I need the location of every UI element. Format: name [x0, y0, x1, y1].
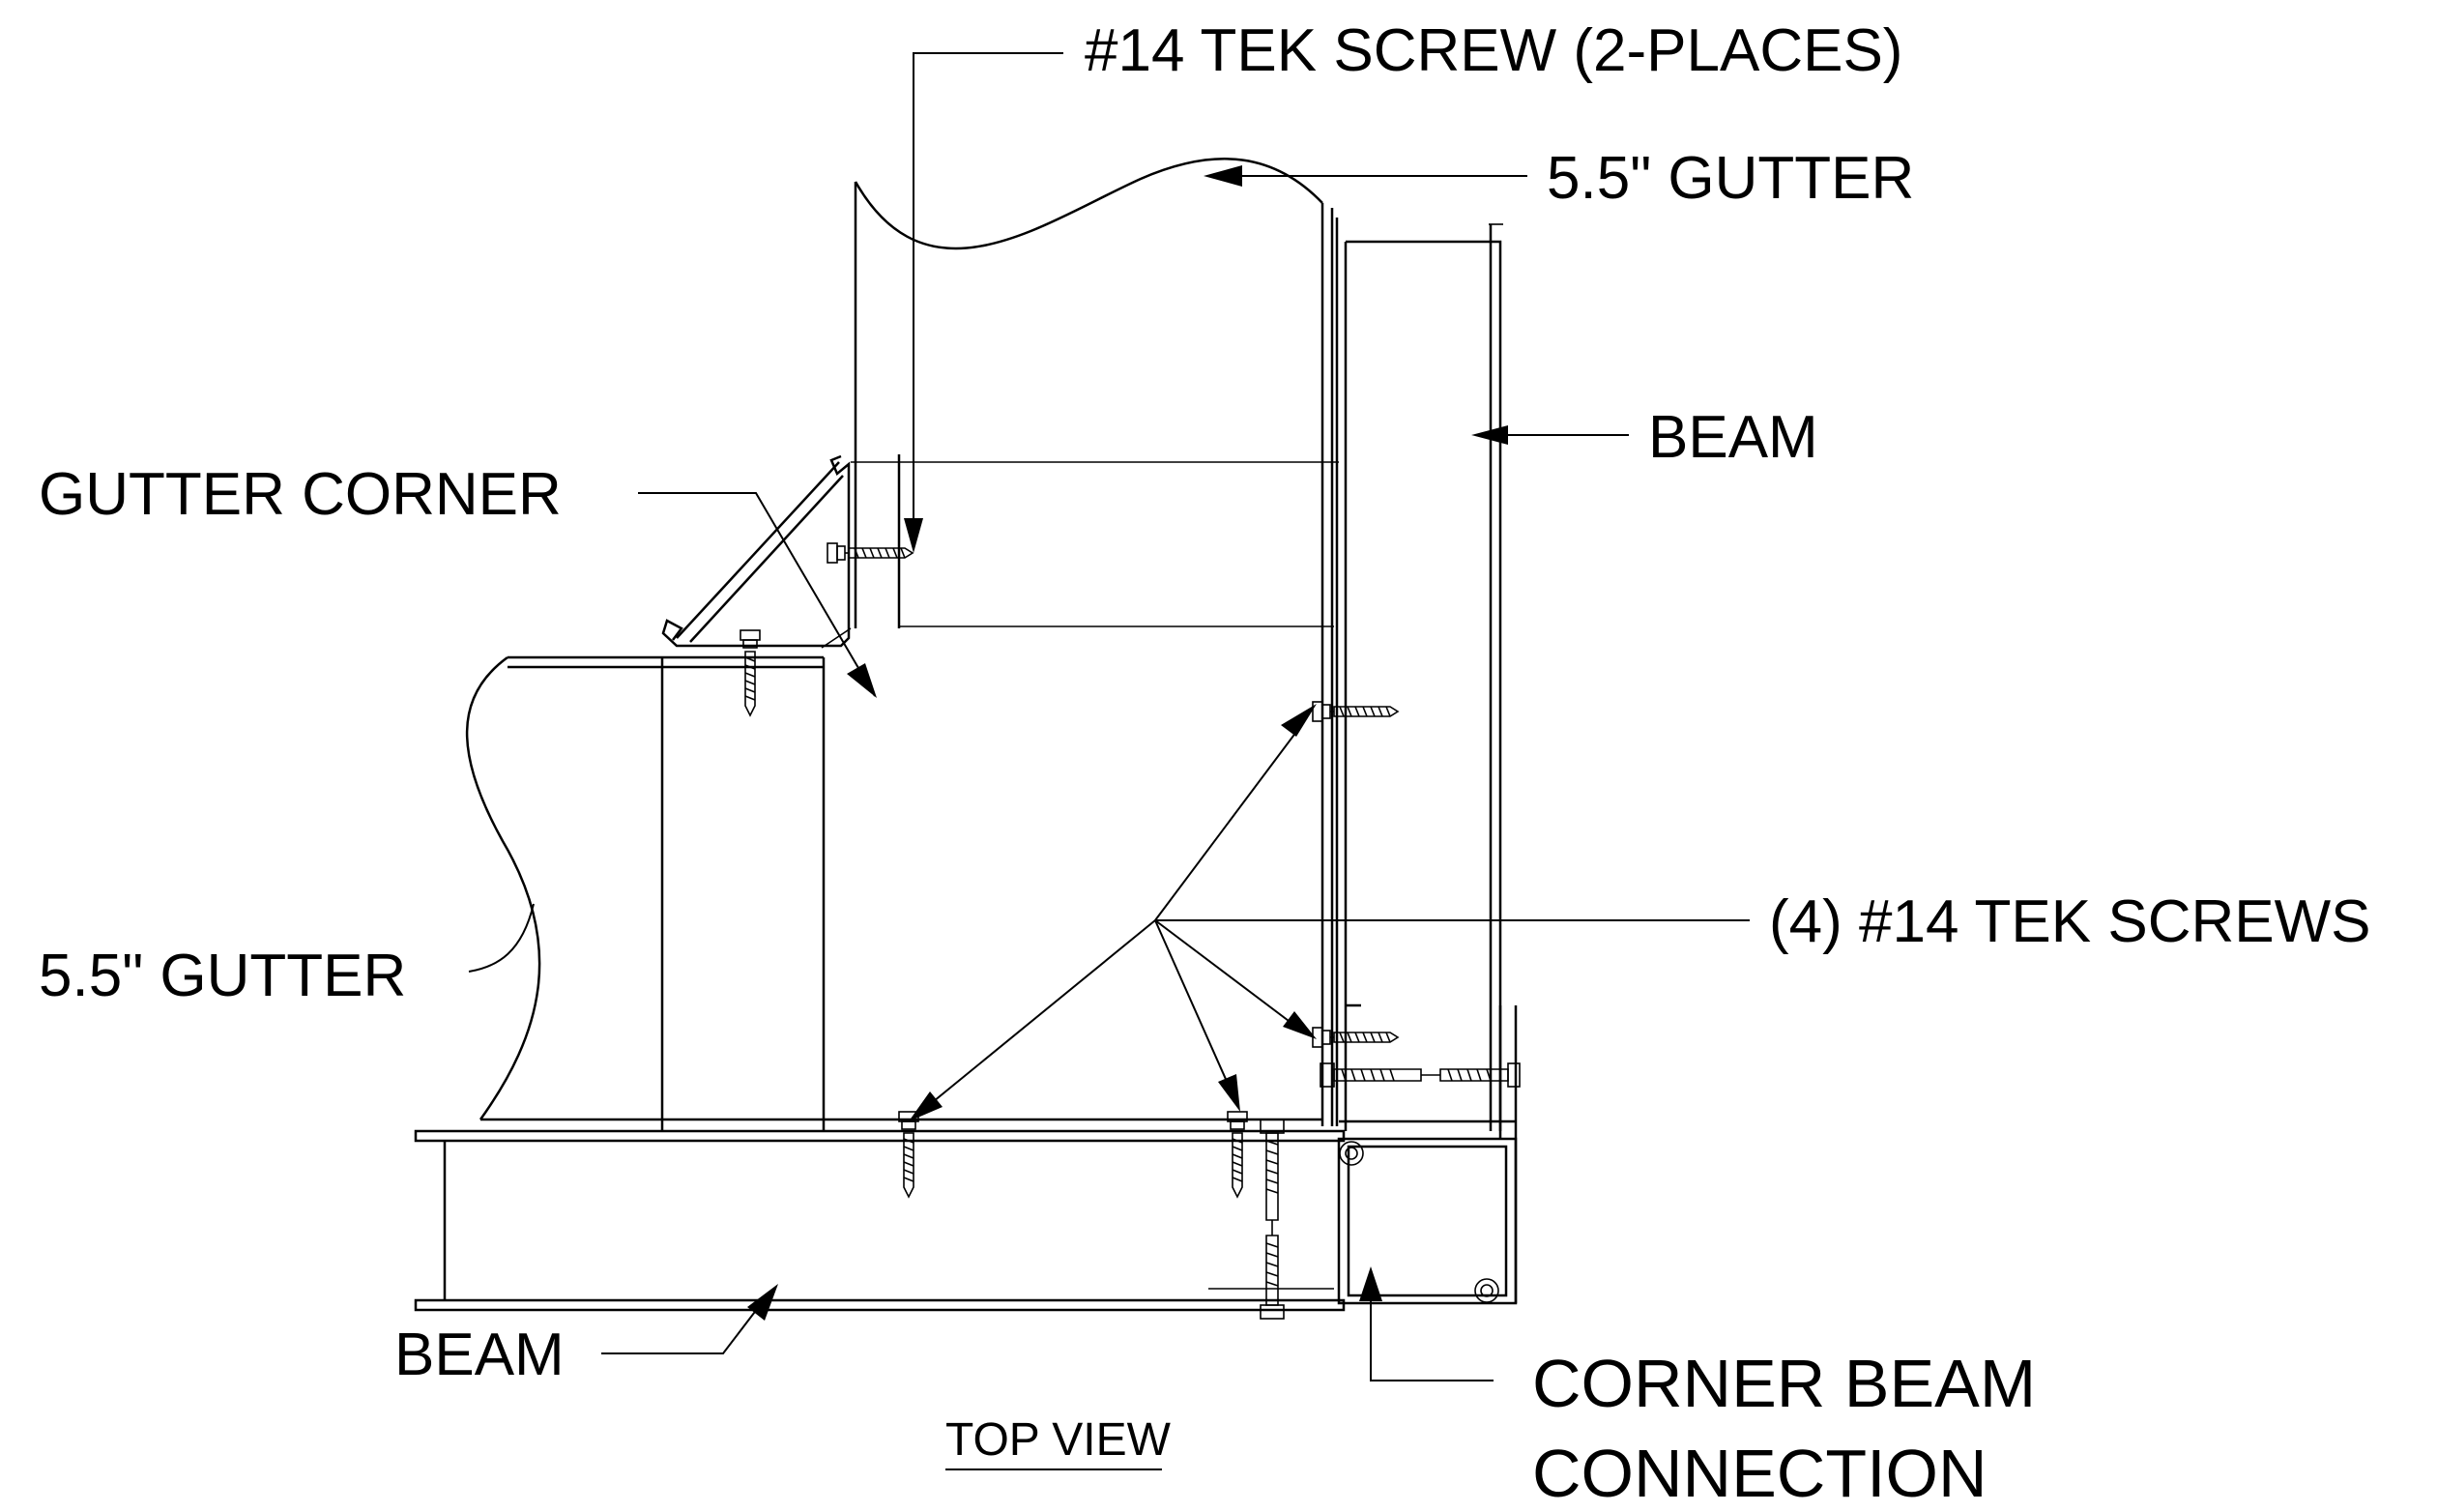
label-gutter-left: 5.5" GUTTER: [39, 943, 406, 1009]
tek-screw-bottom-right: [1227, 1111, 1248, 1198]
label-gutter-top: 5.5" GUTTER: [1547, 145, 1914, 212]
label-corner-beam-line1: CORNER BEAM: [1532, 1346, 2036, 1421]
label-tek-screws-4: (4) #14 TEK SCREWS: [1769, 888, 2370, 955]
label-gutter-corner: GUTTER CORNER: [39, 461, 562, 528]
leader-beam-right: [1471, 425, 1629, 445]
bolt-corner-lower: [1474, 1278, 1499, 1303]
beam-bottom: [414, 1129, 1346, 1312]
leader-tek-screws-4: [909, 704, 1750, 1121]
gutter-left: [465, 655, 1322, 1131]
tek-screw-right-lower: [1312, 1027, 1399, 1048]
label-beam-right: BEAM: [1648, 404, 1818, 471]
tek-screw-right-upper: [1312, 701, 1399, 722]
gutter-top: [851, 158, 1339, 1126]
through-bolt-bottom: [1260, 1119, 1285, 1320]
tek-screw-bottom-left: [898, 1111, 919, 1198]
leader-tek-screw-2places: [904, 52, 1063, 553]
view-title: TOP VIEW: [945, 1414, 1172, 1466]
corner-beam: [1337, 1003, 1518, 1305]
tek-screw-gutter-corner-bottom: [740, 629, 761, 716]
label-beam-bottom: BEAM: [394, 1322, 565, 1388]
leader-gutter-corner: [638, 492, 877, 698]
leader-beam-bottom: [601, 1284, 778, 1354]
bolt-corner-upper: [1339, 1141, 1364, 1166]
through-bolt-right: [1320, 1062, 1521, 1088]
label-corner-beam-line2: CONNECTION: [1532, 1436, 1987, 1511]
leader-corner-beam: [1359, 1266, 1494, 1381]
leader-gutter-left: [468, 903, 535, 973]
label-tek-screw-2places: #14 TEK SCREW (2-PLACES): [1085, 17, 1902, 84]
beam-right: [1344, 223, 1503, 1131]
gutter-corner: [661, 454, 852, 649]
leader-gutter-top: [1204, 165, 1527, 187]
